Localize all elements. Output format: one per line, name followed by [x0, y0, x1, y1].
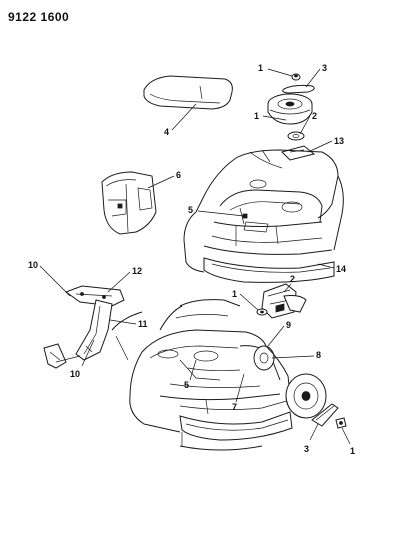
lug-wrench	[311, 403, 339, 427]
jack-retainer	[287, 131, 305, 141]
callout-mid-11: 11	[138, 319, 148, 329]
callout-bot-5: 5	[184, 380, 189, 390]
callout-labels: 1 3 1 2 13 4 6 5 14 10 12 11 10 1 2 9 8 …	[28, 63, 355, 456]
callout-top-1b: 1	[254, 111, 259, 121]
jack-assembly	[256, 283, 307, 319]
callout-top-5: 5	[188, 205, 193, 215]
callout-mid-12: 12	[132, 266, 142, 276]
trunk-trim-panel	[101, 171, 157, 235]
rear-frame-bracket	[43, 285, 125, 369]
callout-mid-10: 10	[28, 260, 38, 270]
callout-top-2: 2	[312, 111, 317, 121]
callout-bot-3: 3	[304, 444, 309, 454]
upper-car-body	[183, 149, 344, 283]
leader-lines	[39, 68, 351, 445]
callout-top-13: 13	[334, 136, 344, 146]
callout-bot-2: 2	[290, 274, 295, 284]
callout-top-1a: 1	[258, 63, 263, 73]
callout-top-4: 4	[164, 127, 169, 137]
callout-mid-10b: 10	[70, 369, 80, 379]
callout-top-14: 14	[336, 264, 346, 274]
wing-nut	[335, 417, 347, 429]
hold-down-nut	[291, 73, 301, 81]
callout-bot-8: 8	[316, 350, 321, 360]
trunk-mat	[143, 75, 233, 110]
callout-top-3: 3	[322, 63, 327, 73]
spare-tire-wheel	[285, 373, 327, 419]
document-number: 9122 1600	[8, 10, 70, 24]
callout-bot-9: 9	[286, 320, 291, 330]
callout-top-6: 6	[176, 170, 181, 180]
callout-bot-1b: 1	[350, 446, 355, 456]
tire-cover-pad	[281, 145, 316, 161]
spacer-plate	[282, 84, 315, 94]
callout-bot-7: 7	[232, 402, 237, 412]
callout-bot-1: 1	[232, 289, 237, 299]
lower-car-body	[111, 299, 293, 451]
spare-tire-top	[267, 93, 313, 125]
